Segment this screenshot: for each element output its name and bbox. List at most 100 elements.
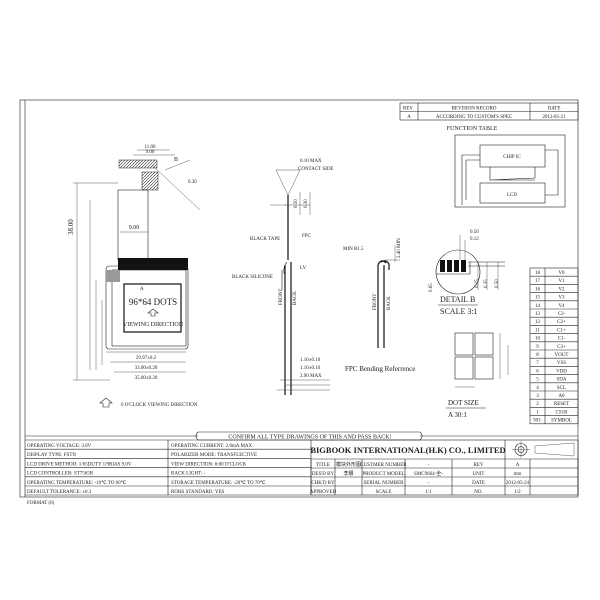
- pin-number: 11: [535, 328, 540, 333]
- detail-b: 0.50 0.12 0.15 0.35 0.50 0.65 DETAIL B S…: [429, 230, 505, 316]
- detail-dim-5: 0.50: [495, 279, 500, 288]
- pin-number: 17: [535, 279, 541, 284]
- revision-record-header: REVISION RECORD: [452, 107, 497, 112]
- pin-symbol: V3: [558, 296, 565, 301]
- top-dimension-2: 9.00: [146, 150, 155, 155]
- front-label: FRONT: [279, 289, 284, 305]
- pin-symbol: CS1B: [556, 410, 569, 415]
- pin-no-header: NO.: [533, 419, 541, 424]
- fpc-width-dimension: 9.00: [129, 225, 140, 231]
- title-cell: mm: [514, 472, 522, 477]
- title-cell: TITLE: [316, 463, 330, 468]
- rev-value: A: [407, 115, 411, 120]
- pin-symbol: C1-: [558, 337, 566, 342]
- bend-min-label: 2.40 MIN: [397, 238, 402, 258]
- pin-number: 7: [536, 361, 539, 366]
- spec-left: OPERATING VOLTAGE: 3.0V: [27, 444, 92, 449]
- title-cell: SMC9664-全-: [414, 470, 443, 477]
- max-thickness: 0.10 MAX: [300, 159, 322, 164]
- title-cell: CUSTMER NUMBER: [360, 463, 407, 468]
- pin-symbol: A0: [558, 394, 565, 399]
- fpc-bending-reference: MIN R1.5 2.40 MIN FRONT BACK FPC Bending…: [343, 238, 415, 373]
- title-cell: 2012-05-24: [506, 481, 530, 486]
- spec-right: POLARIZER MODE: TRANSFLECTIVE: [171, 453, 257, 458]
- height-dimension: 38.00: [67, 219, 75, 235]
- pin-number: 3: [536, 394, 539, 399]
- dots-label: 96*64 DOTS: [129, 297, 177, 307]
- pin-symbol: V1: [558, 279, 565, 284]
- back-label: BACK: [293, 291, 298, 305]
- pin-number: 8: [536, 353, 539, 358]
- spec-left: DISPLAY TYPE: FSTN: [27, 453, 76, 458]
- lcd-label: LCD: [507, 193, 517, 198]
- pin-number: 4: [536, 386, 539, 391]
- detail-dim-4: 0.35: [484, 279, 489, 288]
- pin-symbol: VSS: [557, 361, 566, 366]
- pin-number: 10: [535, 337, 541, 342]
- side-dim-1: 0.50: [294, 199, 299, 208]
- dot-size-title: DOT SIZE: [448, 399, 479, 407]
- spec-left: LCD CONTROLLER: ST7565R: [27, 472, 94, 477]
- pin-symbol: C2+: [557, 320, 566, 325]
- thickness-dim-3: 2.90 MAX: [300, 374, 322, 379]
- company-name: BIGBOOK INTERNATIONAL(H.K) CO., LIMITED: [310, 445, 505, 455]
- title-cell: 模块外形图: [336, 461, 361, 468]
- pin-symbol: C1+: [557, 328, 566, 333]
- pin-symbol: RESET: [554, 402, 569, 407]
- pin-symbol: SCL: [557, 386, 566, 391]
- confirm-banner: CONFIRM ALL TYPE DRAWINGS OF THIS AND PA…: [228, 435, 391, 441]
- dot-size: DOT SIZE A 30:1: [446, 332, 509, 419]
- spec-left: LCD DRIVE METHOD: 1/65DUTY 1/9BIAS 9.0V: [27, 462, 132, 467]
- title-cell: -: [428, 481, 430, 486]
- pin-symbol: C3+: [557, 345, 566, 350]
- pin-symbol: V2: [558, 287, 565, 292]
- contact-side-label: CONTACT SIDE: [298, 167, 333, 172]
- side-dim-2: 0.30: [304, 199, 309, 208]
- detail-dim-1: 0.50: [470, 230, 479, 235]
- title-cell: SERIAL NUMBER: [364, 481, 405, 486]
- pin-symbol: SDA: [556, 378, 566, 383]
- title-cell: APPROVED: [310, 490, 337, 495]
- title-cell: DATE: [472, 481, 485, 486]
- revision-date-value: 2012-05-21: [542, 115, 566, 120]
- function-table-title: FUNCTION TABLE: [447, 126, 498, 132]
- spec-right: STORAGE TEMPERATURE: -20℃ TO 70℃: [171, 480, 266, 486]
- pin-number: 2: [536, 402, 539, 407]
- pin-symbol: VOUT: [555, 353, 569, 358]
- title-cell: SCALE: [376, 490, 392, 495]
- rev-header: REV: [403, 107, 413, 112]
- fpc-label: FPC: [302, 234, 312, 239]
- title-cell: CHK'D BY: [311, 481, 335, 486]
- dot-size-scale: A 30:1: [448, 411, 467, 419]
- pin-number: 12: [535, 320, 541, 325]
- lv-label: LV: [300, 266, 307, 271]
- projection-symbol: [512, 441, 575, 458]
- title-cell: REV: [474, 463, 484, 468]
- spec-right: OPERATING CURRENT: 2.0mA MAX: [171, 444, 253, 449]
- spec-table: CONFIRM ALL TYPE DRAWINGS OF THIS AND PA…: [25, 431, 578, 506]
- chip-ic-label: CHIP IC: [503, 155, 521, 160]
- thickness-dim-1: 1.10±0.10: [300, 358, 321, 363]
- title-cell: A: [516, 463, 520, 468]
- spec-right: VIEW DIRECTION: 6:00 O'CLOCK: [171, 462, 247, 467]
- title-cell: -: [428, 463, 430, 468]
- title-cell: 李娜: [343, 470, 353, 477]
- pin-number: 5: [536, 378, 539, 383]
- black-silicone-label: BLACK SILICONE: [232, 275, 273, 280]
- pin-number: 15: [535, 296, 541, 301]
- bending-reference-label: FPC Bending Referrence: [345, 365, 415, 373]
- bend-back-label: BACK: [387, 296, 392, 310]
- function-table: FUNCTION TABLE CHIP IC LCD: [447, 126, 566, 208]
- pin-symbol: VDD: [556, 369, 567, 374]
- lcd-front-view: 38.00 9.00 11.00 9.00 0.30 B A 96*64 DOT…: [67, 145, 201, 408]
- pin-symbol-header: SYMBOL: [551, 419, 572, 424]
- title-cell: DES'D BY: [312, 472, 335, 477]
- detail-dim-6: 0.65: [429, 283, 434, 292]
- bottom-dimension-1: 29.97±0.2: [136, 356, 157, 361]
- detail-b-title: DETAIL B: [440, 295, 475, 304]
- bottom-dimension-2: 33.00±0.20: [135, 366, 158, 371]
- spec-left: OPERATING TEMPERATURE: -10℃ TO 60℃: [27, 480, 127, 486]
- top-dimension-3: 0.30: [188, 180, 197, 185]
- detail-b-scale: SCALE 3:1: [440, 307, 478, 316]
